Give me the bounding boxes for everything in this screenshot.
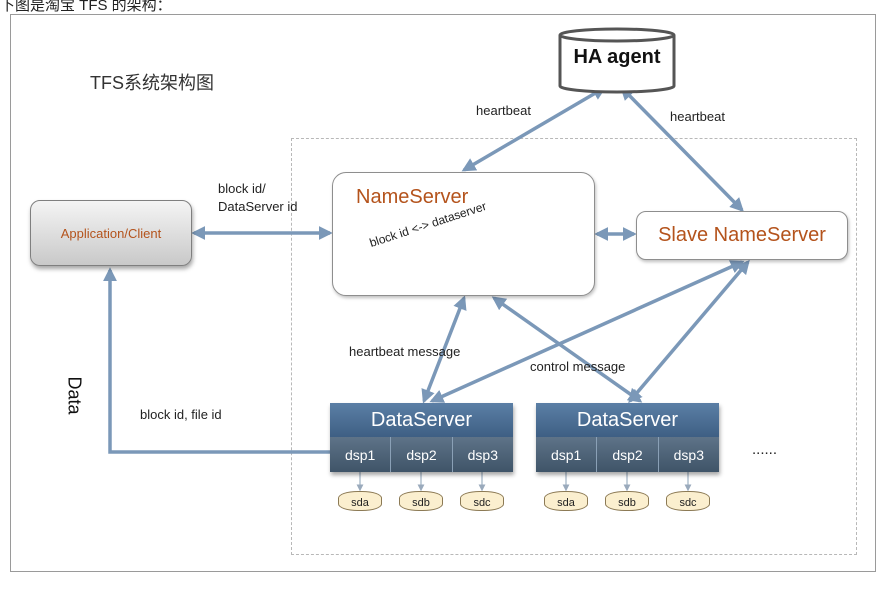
dataserver-title: DataServer xyxy=(536,403,719,437)
disk: sdb xyxy=(605,491,649,511)
disk: sda xyxy=(544,491,588,511)
label-blockid-line2: DataServer id xyxy=(218,199,298,214)
disk: sda xyxy=(338,491,382,511)
page-caption: 下图是淘宝 TFS 的架构： xyxy=(0,0,172,14)
more-dataservers-ellipsis: ...... xyxy=(752,441,778,458)
arrow-ha-to-nameserver xyxy=(461,86,607,172)
disk: sdc xyxy=(666,491,710,511)
dataserver-1: DataServer dsp1 dsp2 dsp3 xyxy=(330,403,513,472)
dataserver-2: DataServer dsp1 dsp2 dsp3 xyxy=(536,403,719,472)
ha-agent-cylinder xyxy=(558,27,676,94)
arrow-ha-to-slave xyxy=(620,86,744,212)
label-blockid-line1: block id/ xyxy=(218,181,266,196)
arrow-nameserver-to-ds2 xyxy=(491,296,643,403)
disk: sdb xyxy=(399,491,443,511)
label-heartbeat-message: heartbeat message xyxy=(349,344,461,359)
label-control-message: control message xyxy=(530,359,626,374)
dsp-cell: dsp1 xyxy=(536,437,597,472)
arrow-slave-to-ds2 xyxy=(628,259,750,404)
dataserver-title: DataServer xyxy=(330,403,513,437)
dsp-cell: dsp2 xyxy=(596,437,658,472)
disk: sdc xyxy=(460,491,504,511)
application-client-node: Application/Client xyxy=(30,200,192,266)
label-heartbeat-right: heartbeat xyxy=(670,109,725,124)
nameserver-title: NameServer xyxy=(356,186,469,208)
dsp-cell: dsp3 xyxy=(451,437,513,472)
label-heartbeat-left: heartbeat xyxy=(476,103,531,118)
arrow-data-to-app xyxy=(103,267,330,454)
slave-nameserver-node: Slave NameServer xyxy=(636,211,848,260)
dsp-cell: dsp1 xyxy=(330,437,391,472)
diagram-title: TFS系统架构图 xyxy=(90,73,214,93)
nameserver-node xyxy=(332,172,595,296)
label-blockid-fileid: block id, file id xyxy=(140,407,222,422)
dsp-cell: dsp3 xyxy=(657,437,719,472)
dsp-cell: dsp2 xyxy=(390,437,452,472)
ha-agent-label: HA agent xyxy=(573,46,661,68)
label-data: Data xyxy=(64,376,85,415)
